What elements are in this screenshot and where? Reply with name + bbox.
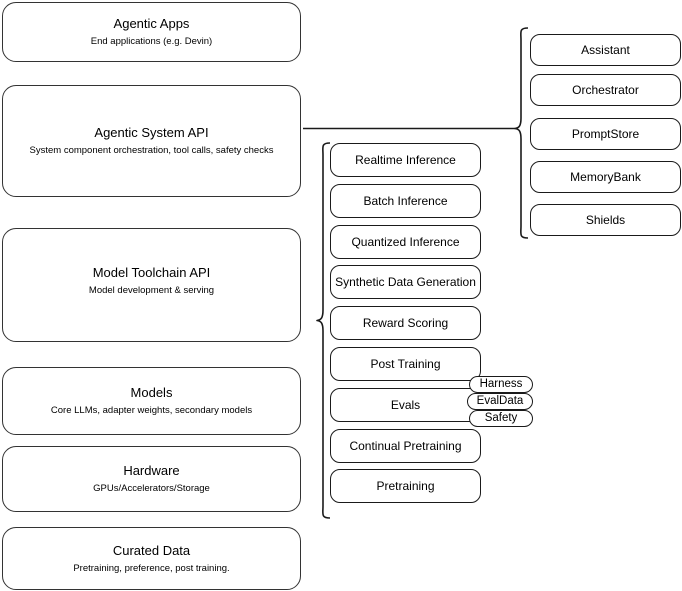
chip-memorybank[interactable]: MemoryBank: [530, 161, 681, 193]
layer-agentic-apps[interactable]: Agentic Apps End applications (e.g. Devi…: [2, 2, 301, 62]
chip-pretraining[interactable]: Pretraining: [330, 469, 481, 503]
layer-subtitle: System component orchestration, tool cal…: [29, 145, 274, 156]
chip-label: Quantized Inference: [351, 234, 460, 249]
chip-label: Evals: [390, 397, 421, 412]
chip-post-training[interactable]: Post Training: [330, 347, 481, 381]
brace-toolchain-components: [316, 142, 331, 519]
chip-label: Post Training: [370, 356, 441, 371]
layer-models[interactable]: Models Core LLMs, adapter weights, secon…: [2, 367, 301, 435]
chip-label: Shields: [585, 212, 626, 227]
chip-promptstore[interactable]: PromptStore: [530, 118, 681, 150]
layer-curated-data[interactable]: Curated Data Pretraining, preference, po…: [2, 527, 301, 590]
chip-shields[interactable]: Shields: [530, 204, 681, 236]
chip-continual-pretraining[interactable]: Continual Pretraining: [330, 429, 481, 463]
layer-subtitle: Core LLMs, adapter weights, secondary mo…: [50, 405, 253, 416]
layer-agentic-system-api[interactable]: Agentic System API System component orch…: [2, 85, 301, 197]
badge-label: EvalData: [476, 395, 524, 407]
layer-title: Agentic System API: [94, 125, 209, 140]
chip-orchestrator[interactable]: Orchestrator: [530, 74, 681, 106]
layer-subtitle: End applications (e.g. Devin): [90, 36, 213, 47]
chip-batch-inference[interactable]: Batch Inference: [330, 184, 481, 218]
brace-system-components: [514, 27, 529, 239]
chip-label: Pretraining: [376, 478, 435, 493]
chip-label: Synthetic Data Generation: [335, 274, 476, 289]
badge-evaldata[interactable]: EvalData: [467, 393, 533, 410]
chip-label: MemoryBank: [570, 169, 641, 184]
layer-subtitle: GPUs/Accelerators/Storage: [93, 483, 210, 494]
chip-label: Orchestrator: [572, 82, 639, 97]
chip-label: PromptStore: [571, 126, 640, 141]
layer-title: Model Toolchain API: [92, 265, 211, 280]
chip-label: Realtime Inference: [355, 152, 456, 167]
chip-evals[interactable]: Evals: [330, 388, 481, 422]
layer-title: Hardware: [123, 463, 180, 478]
badge-label: Harness: [479, 378, 523, 390]
chip-label: Assistant: [581, 42, 630, 57]
layer-title: Models: [130, 385, 173, 400]
badge-safety[interactable]: Safety: [469, 410, 533, 427]
badge-label: Safety: [484, 412, 518, 424]
layer-subtitle: Model development & serving: [88, 285, 215, 296]
chip-assistant[interactable]: Assistant: [530, 34, 681, 66]
chip-realtime-inference[interactable]: Realtime Inference: [330, 143, 481, 177]
badge-harness[interactable]: Harness: [469, 376, 533, 393]
chip-synthetic-data-generation[interactable]: Synthetic Data Generation: [330, 265, 481, 299]
chip-label: Batch Inference: [363, 193, 448, 208]
layer-title: Agentic Apps: [113, 16, 190, 31]
chip-label: Continual Pretraining: [349, 438, 462, 453]
layer-subtitle: Pretraining, preference, post training.: [73, 562, 230, 574]
chip-reward-scoring[interactable]: Reward Scoring: [330, 306, 481, 340]
chip-label: Reward Scoring: [362, 315, 449, 330]
layer-hardware[interactable]: Hardware GPUs/Accelerators/Storage: [2, 446, 301, 512]
layer-model-toolchain-api[interactable]: Model Toolchain API Model development & …: [2, 228, 301, 342]
chip-quantized-inference[interactable]: Quantized Inference: [330, 225, 481, 259]
layer-title: Curated Data: [112, 542, 191, 558]
